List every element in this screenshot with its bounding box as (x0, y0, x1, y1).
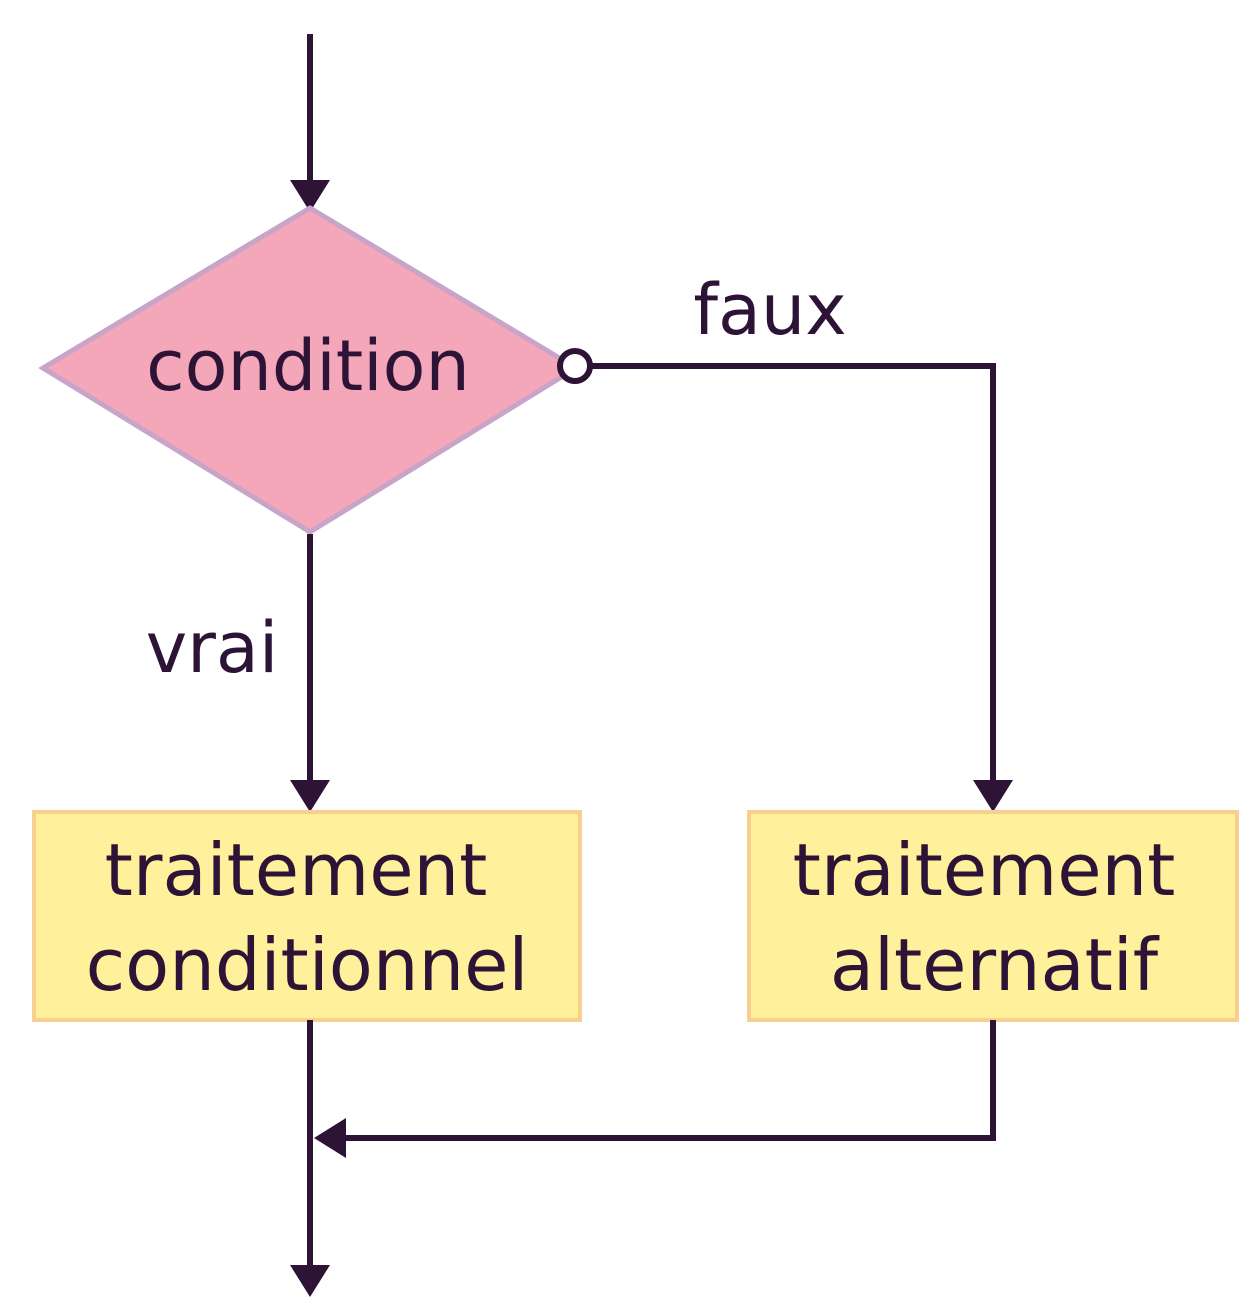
decision-shape (38, 205, 581, 535)
alternative-box-line1: traitement (793, 828, 1176, 912)
alternative-box-line2: alternatif (830, 923, 1160, 1007)
false-branch-label: faux (693, 269, 846, 351)
decision-diamond: condition (38, 205, 581, 535)
incoming-arrow (290, 34, 330, 212)
merge-connector (314, 1020, 996, 1158)
conditional-box-line2: conditionnel (86, 923, 529, 1007)
conditional-process-box: traitement conditionnel (32, 810, 582, 1022)
outgoing-arrow (290, 1020, 330, 1297)
conditional-box-line1: traitement (105, 828, 488, 912)
alternative-process-box: traitement alternatif (747, 810, 1239, 1022)
decision-label: condition (146, 325, 470, 407)
true-branch-connector (290, 534, 330, 812)
false-branch-connector (557, 348, 1013, 812)
false-branch-circle (557, 348, 593, 384)
true-branch-label: vrai (146, 607, 279, 689)
